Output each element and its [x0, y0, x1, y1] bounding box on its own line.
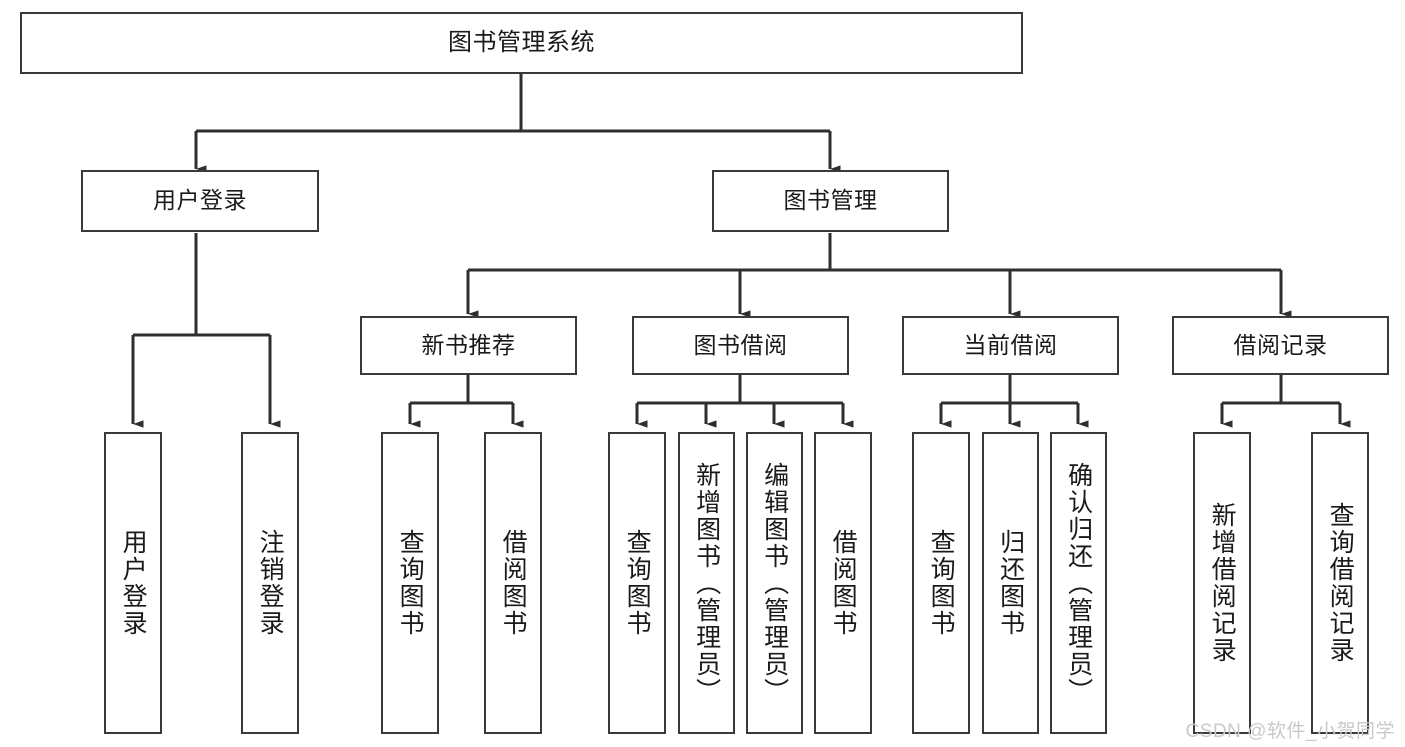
leaf-book-borrow-add-book-admin[interactable]: 新增图书（管理员） [678, 432, 735, 734]
leaf-book-borrow-borrow-book-label: 借阅图书 [829, 529, 858, 637]
node-borrow-record[interactable]: 借阅记录 [1172, 316, 1389, 375]
leaf-book-borrow-query-book[interactable]: 查询图书 [608, 432, 666, 734]
leaf-current-borrow-query-book-label: 查询图书 [927, 529, 956, 637]
node-new-book-recommend[interactable]: 新书推荐 [360, 316, 577, 375]
leaf-current-borrow-query-book[interactable]: 查询图书 [912, 432, 970, 734]
node-current-borrow-label: 当前借阅 [963, 331, 1058, 358]
leaf-book-borrow-add-book-admin-label: 新增图书（管理员） [692, 461, 721, 705]
leaf-new-book-query-book[interactable]: 查询图书 [381, 432, 439, 734]
leaf-user-login-login[interactable]: 用户登录 [104, 432, 162, 734]
leaf-user-login-login-label: 用户登录 [119, 529, 148, 637]
node-book-management-label: 图书管理 [783, 187, 878, 214]
leaf-current-borrow-confirm-return-admin-label: 确认归还（管理员） [1064, 461, 1093, 705]
node-current-borrow[interactable]: 当前借阅 [902, 316, 1119, 375]
node-user-login[interactable]: 用户登录 [81, 170, 319, 232]
csdn-watermark: CSDN @软件_小贺同学 [1185, 721, 1395, 742]
node-new-book-recommend-label: 新书推荐 [421, 331, 516, 358]
leaf-current-borrow-return-book-label: 归还图书 [996, 529, 1025, 637]
leaf-borrow-record-add-record-label: 新增借阅记录 [1208, 502, 1237, 664]
node-book-borrow[interactable]: 图书借阅 [632, 316, 849, 375]
leaf-current-borrow-return-book[interactable]: 归还图书 [982, 432, 1039, 734]
leaf-book-borrow-query-book-label: 查询图书 [623, 529, 652, 637]
node-book-management[interactable]: 图书管理 [712, 170, 949, 232]
node-root-book-management-system[interactable]: 图书管理系统 [20, 12, 1023, 74]
leaf-new-book-borrow-book-label: 借阅图书 [499, 529, 528, 637]
node-root-label: 图书管理系统 [448, 28, 595, 56]
node-user-login-label: 用户登录 [153, 187, 247, 214]
node-borrow-record-label: 借阅记录 [1233, 331, 1328, 358]
leaf-book-borrow-borrow-book[interactable]: 借阅图书 [814, 432, 872, 734]
leaf-user-login-logout-label: 注销登录 [256, 529, 285, 637]
leaf-borrow-record-query-record-label: 查询借阅记录 [1326, 502, 1355, 664]
leaf-new-book-query-book-label: 查询图书 [396, 529, 425, 637]
leaf-current-borrow-confirm-return-admin[interactable]: 确认归还（管理员） [1050, 432, 1107, 734]
leaf-new-book-borrow-book[interactable]: 借阅图书 [484, 432, 542, 734]
leaf-borrow-record-add-record[interactable]: 新增借阅记录 [1193, 432, 1251, 734]
leaf-user-login-logout[interactable]: 注销登录 [241, 432, 299, 734]
node-book-borrow-label: 图书借阅 [693, 331, 788, 358]
leaf-book-borrow-edit-book-admin[interactable]: 编辑图书（管理员） [746, 432, 803, 734]
leaf-borrow-record-query-record[interactable]: 查询借阅记录 [1311, 432, 1369, 734]
leaf-book-borrow-edit-book-admin-label: 编辑图书（管理员） [760, 461, 789, 705]
